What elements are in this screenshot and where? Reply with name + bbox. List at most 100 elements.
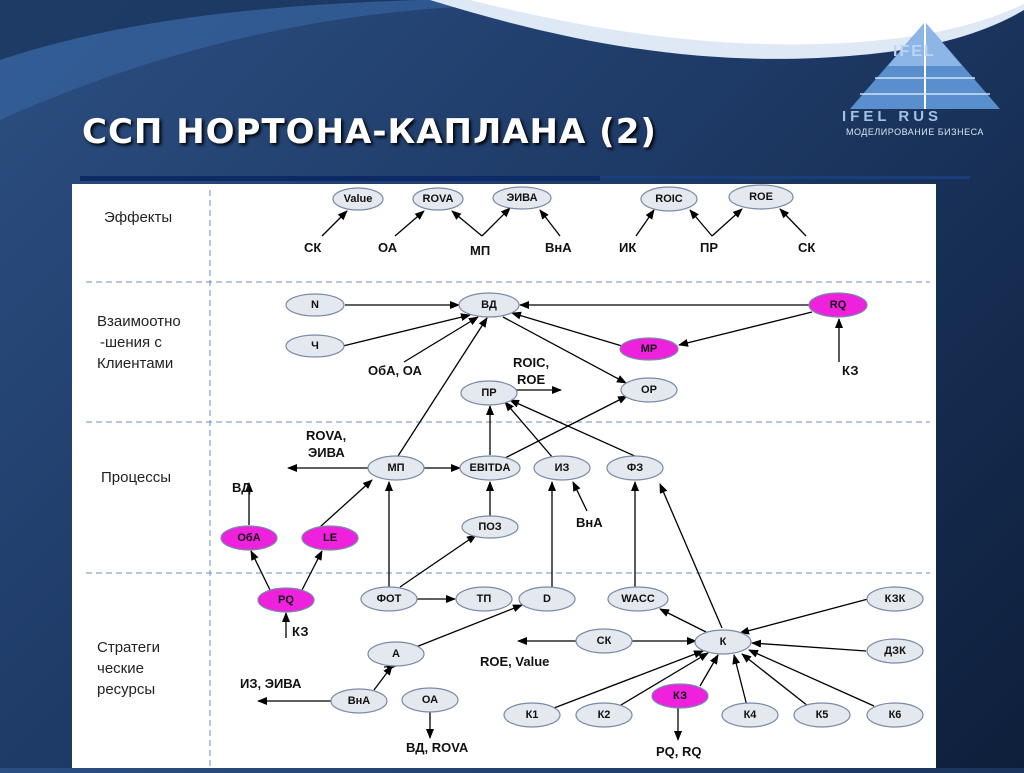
label-rova: ROVA,: [306, 428, 346, 443]
node-pq: [257, 587, 315, 613]
node-label-fz: ФЗ: [627, 462, 643, 474]
node-label-or: ОР: [641, 384, 657, 396]
ssp-diagram: Эффекты Взаимоотно -шения с Клиентами Пр…: [86, 184, 930, 768]
row-label-customers-2: -шения с: [100, 334, 162, 351]
node-label-vd: ВД: [481, 299, 497, 311]
node-ch: [285, 334, 345, 358]
row-label-resources-3: ресурсы: [97, 681, 155, 698]
node-label-k4: К4: [744, 709, 758, 721]
node-label-pr: ПР: [481, 387, 496, 399]
node-sk: [575, 628, 633, 654]
node-or: [620, 377, 678, 403]
diagram-edges: [245, 207, 875, 741]
node-fot: [360, 586, 418, 612]
label-vd-out: ВД: [232, 480, 251, 495]
node-label-tp: ТП: [477, 593, 492, 605]
node-label-kz: КЗ: [673, 690, 687, 702]
node-label-pq: PQ: [278, 594, 294, 606]
node-mr: [619, 337, 679, 361]
label-roic: ROIC,: [513, 355, 549, 370]
node-eiva: [492, 186, 552, 210]
node-kzk: [866, 586, 924, 612]
node-label-rova: ROVA: [423, 193, 454, 205]
logo-name: IFEL RUS: [842, 108, 943, 125]
node-label-eiva: ЭИВА: [506, 192, 537, 204]
label-kz-resources: КЗ: [292, 624, 309, 639]
node-label-mp: МП: [387, 462, 404, 474]
label-roe: ROE: [517, 372, 546, 387]
node-iz: [533, 455, 591, 481]
node-rova: [412, 187, 464, 211]
row-label-effects: Эффекты: [104, 209, 172, 226]
node-label-k5: К5: [816, 709, 829, 721]
node-oba: [220, 525, 278, 551]
node-label-iz: ИЗ: [555, 462, 570, 474]
node-label-poz: ПОЗ: [478, 521, 501, 533]
node-label-roic: ROIC: [655, 193, 683, 205]
label-vd-rova: ВД, ROVA: [406, 740, 469, 755]
node-label-ebitda: EBITDA: [470, 462, 511, 474]
label-vna-out: ВнА: [576, 515, 603, 530]
node-label-k2: К2: [598, 709, 611, 721]
node-label-wacc: WACC: [621, 593, 655, 605]
effect-label-pr: ПР: [700, 240, 718, 255]
node-k2: [575, 702, 633, 728]
node-label-oba: ОбА: [237, 532, 260, 544]
row-label-customers-3: Клиентами: [97, 355, 173, 372]
row-label-resources-2: ческие: [97, 660, 144, 677]
effect-label-mp: МП: [470, 243, 490, 258]
slide-title: ССП НОРТОНА-КАПЛАНА (2): [82, 112, 657, 152]
node-rq: [808, 292, 868, 318]
effect-label-ik: ИК: [619, 240, 636, 255]
ifel-logo-pyramid-icon: [850, 14, 1000, 109]
node-label-k: К: [720, 636, 727, 648]
label-iz-eiva: ИЗ, ЭИВА: [240, 676, 302, 691]
node-k4: [721, 702, 779, 728]
node-label-roe: ROE: [749, 191, 773, 203]
label-oba-oa: ОбА, ОА: [368, 363, 423, 378]
node-vna: [330, 688, 388, 714]
node-wacc: [607, 586, 669, 612]
effect-label-sk2: СК: [798, 240, 815, 255]
label-kz-customers: КЗ: [842, 363, 859, 378]
node-le: [301, 525, 359, 551]
node-label-d: D: [543, 593, 551, 605]
node-oa: [401, 687, 459, 713]
node-n: [285, 293, 345, 317]
node-roic: [640, 186, 698, 212]
node-value: [332, 187, 384, 211]
row-label-resources-1: Стратеги: [97, 639, 160, 656]
node-label-ch: Ч: [311, 340, 319, 352]
effect-label-sk: СК: [304, 240, 321, 255]
node-label-rq: RQ: [830, 299, 847, 311]
logo-tagline: МОДЕЛИРОВАНИЕ БИЗНЕСА: [846, 127, 984, 137]
node-tp: [455, 586, 513, 612]
node-label-sk: СК: [597, 635, 612, 647]
node-label-a: А: [392, 648, 400, 660]
node-label-k1: К1: [526, 709, 539, 721]
node-mp: [367, 455, 425, 481]
label-roe-value: ROE, Value: [480, 654, 549, 669]
node-label-dzk: ДЗК: [884, 645, 906, 657]
node-vd: [458, 292, 520, 318]
node-label-kzk: КЗК: [885, 593, 906, 605]
node-ebitda: [459, 455, 521, 481]
node-a: [367, 641, 425, 667]
node-k6: [866, 702, 924, 728]
node-dzk: [866, 638, 924, 664]
diagram-panel: Эффекты Взаимоотно -шения с Клиентами Пр…: [72, 184, 936, 768]
node-k1: [503, 702, 561, 728]
row-label-processes: Процессы: [101, 469, 171, 486]
title-divider-accent: [80, 176, 600, 181]
node-pr: [460, 380, 518, 406]
node-label-n: N: [311, 299, 319, 311]
node-label-fot: ФОТ: [377, 593, 402, 605]
node-kz: [651, 683, 709, 709]
node-label-value: Value: [344, 193, 373, 205]
node-label-vna: ВнА: [348, 695, 371, 707]
background-swoosh: [0, 0, 1024, 120]
label-eiva: ЭИВА: [308, 445, 345, 460]
effect-label-vna: ВнА: [545, 240, 572, 255]
node-label-le: LE: [323, 532, 337, 544]
row-label-customers-1: Взаимоотно: [97, 313, 181, 330]
